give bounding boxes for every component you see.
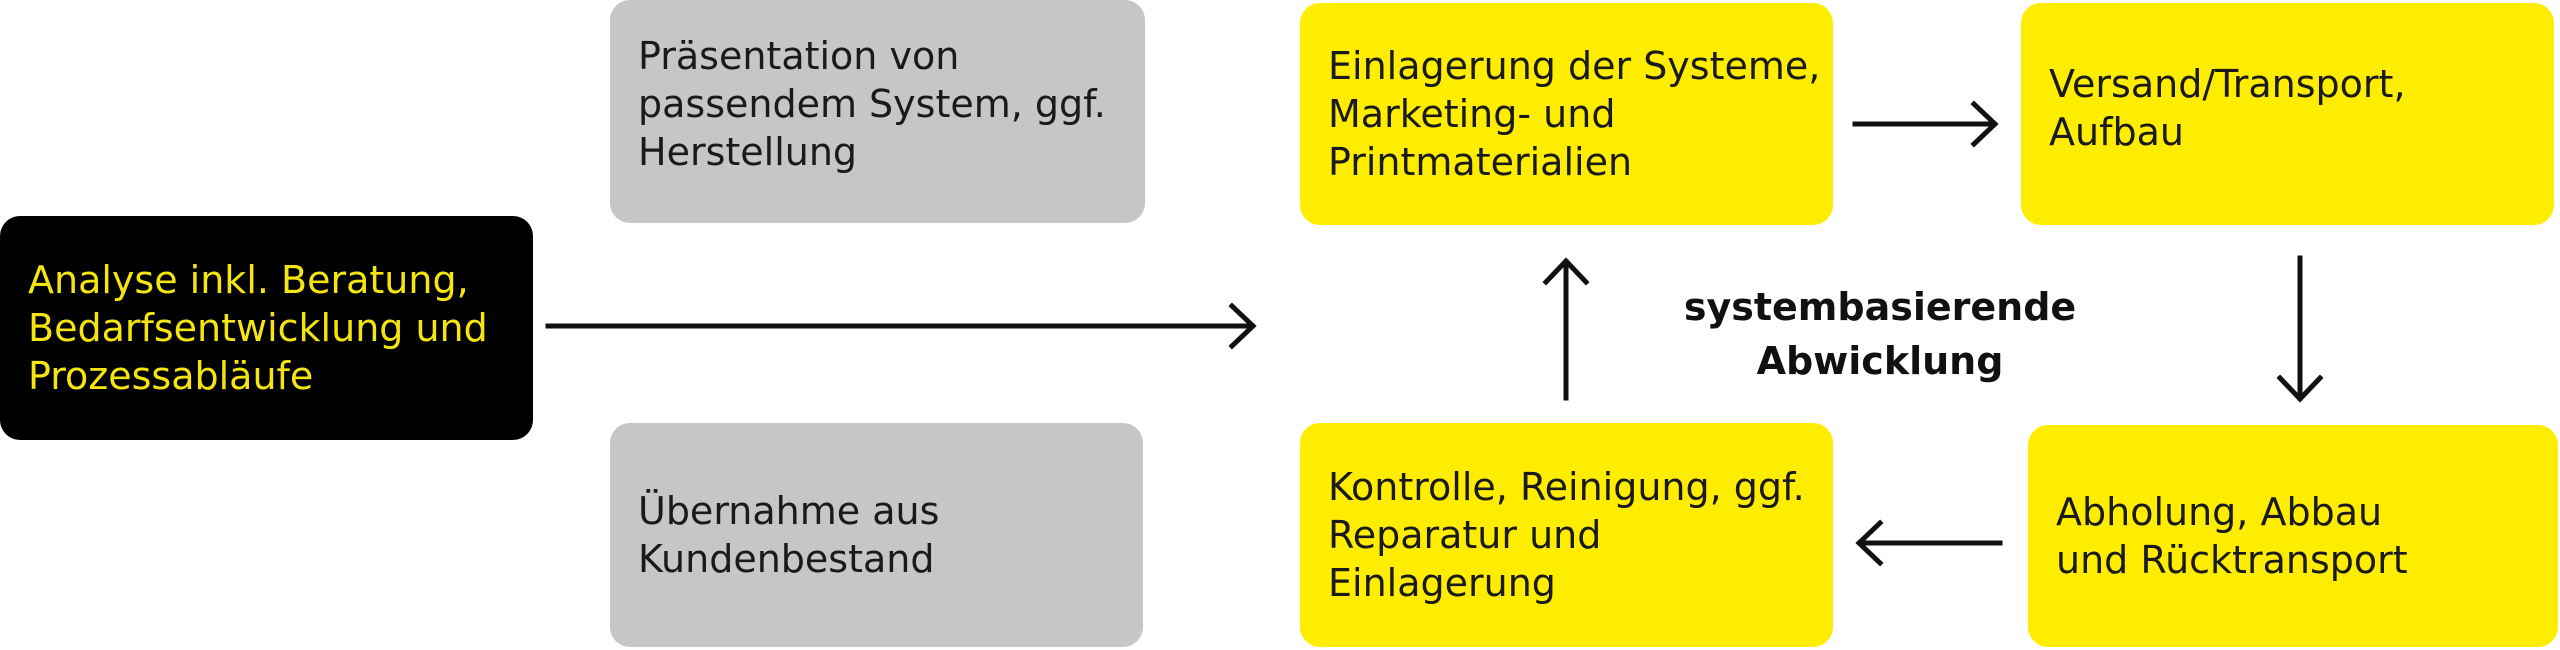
arrow-versand-to-abholung (2276, 255, 2324, 403)
node-abholung: Abholung, Abbau und Rücktransport (2028, 425, 2558, 647)
node-analyse-line-1: Analyse inkl. Beratung, (28, 258, 469, 302)
cycle-label-line-2: Abwicklung (1756, 339, 2004, 383)
node-kontrolle-line-2: Reparatur und (1328, 513, 1602, 557)
node-uebernahme-line-1: Übernahme aus (638, 489, 940, 533)
node-kontrolle: Kontrolle, Reinigung, ggf. Reparatur und… (1300, 423, 1833, 647)
arrow-abholung-to-kontrolle (1855, 519, 2003, 567)
node-praesentation-line-3: Herstellung (638, 130, 858, 174)
node-abholung-line-1: Abholung, Abbau (2056, 490, 2383, 534)
node-kontrolle-line-1: Kontrolle, Reinigung, ggf. (1328, 465, 1805, 509)
node-einlagerung-line-3: Printmaterialien (1328, 140, 1633, 184)
arrow-kontrolle-to-einlagerung (1542, 257, 1590, 401)
cycle-label: systembasierende Abwicklung (1680, 280, 2080, 388)
node-einlagerung-line-2: Marketing- und (1328, 92, 1616, 136)
node-uebernahme: Übernahme aus Kundenbestand (610, 423, 1143, 647)
node-praesentation-line-1: Präsentation von (638, 34, 960, 78)
node-einlagerung-line-1: Einlagerung der Systeme, (1328, 44, 1821, 88)
node-analyse: Analyse inkl. Beratung, Bedarfsentwicklu… (0, 216, 533, 440)
node-praesentation-line-2: passendem System, ggf. (638, 82, 1106, 126)
node-uebernahme-line-2: Kundenbestand (638, 537, 935, 581)
node-versand: Versand/Transport, Aufbau (2021, 3, 2554, 225)
cycle-label-line-1: systembasierende (1683, 285, 2077, 329)
node-analyse-line-2: Bedarfsentwicklung und (28, 306, 488, 350)
node-praesentation: Präsentation von passendem System, ggf. … (610, 0, 1145, 223)
node-versand-line-1: Versand/Transport, (2049, 62, 2406, 106)
node-analyse-line-3: Prozessabläufe (28, 354, 314, 398)
arrow-analyse-to-cycle (545, 302, 1257, 350)
node-abholung-line-2: und Rücktransport (2056, 538, 2408, 582)
node-versand-line-2: Aufbau (2049, 110, 2184, 154)
arrow-einlagerung-to-versand (1852, 100, 1999, 148)
node-kontrolle-line-3: Einlagerung (1328, 561, 1556, 605)
node-einlagerung: Einlagerung der Systeme, Marketing- und … (1300, 3, 1833, 225)
